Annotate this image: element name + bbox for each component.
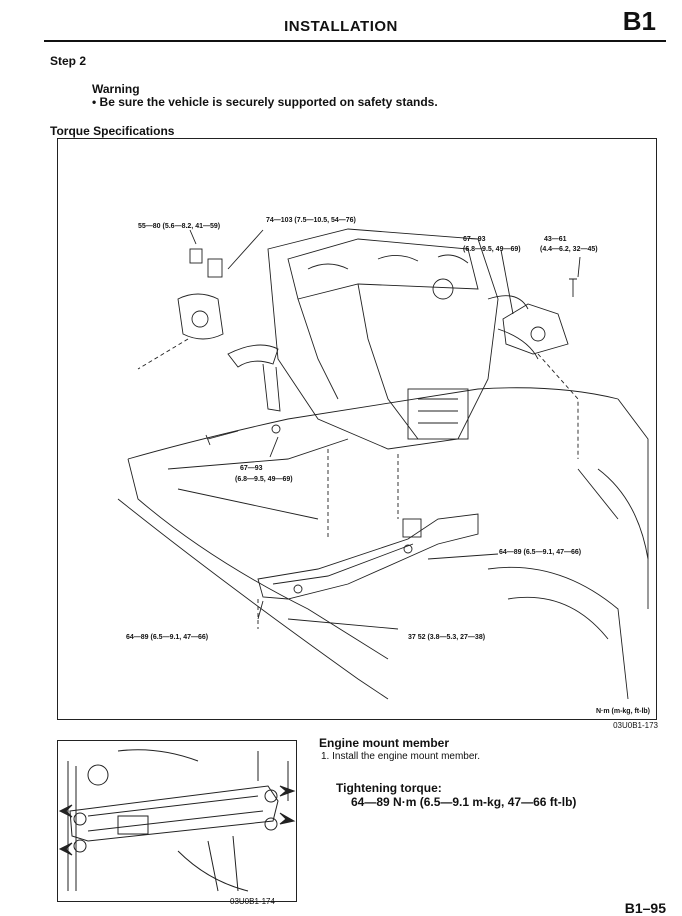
warning-text: • Be sure the vehicle is securely suppor… [92,95,438,109]
torque-callout-front-nut-value: 67—93 [240,465,263,472]
engine-drawing [117,228,649,700]
unit-note: N·m (m-kg, ft-lb) [595,708,650,715]
mount-member-drawing [58,749,296,892]
torque-callout-front-nut-detail: (6.8—9.5, 49—69) [235,476,293,483]
step-label: Step 2 [50,54,87,68]
section-step: 1. Install the engine mount member. [321,751,480,762]
header-rule [44,40,666,42]
mount-member-photo [57,740,297,902]
figure-code-sub: 03U0B1-174 [230,897,275,906]
warning-label: Warning [92,82,140,96]
torque-callout-right-bolt-value: 43—61 [544,236,567,243]
torque-specifications-heading: Torque Specifications [50,124,175,138]
page-number: B1–95 [624,900,666,916]
tightening-torque-label: Tightening torque: [336,781,442,795]
tightening-torque-value: 64—89 N·m (6.5—9.1 m-kg, 47—66 ft-lb) [351,795,577,809]
engine-illustration: 55—80 (5.6—8.2, 41—59) 74—103 (7.5—10.5,… [57,138,657,720]
torque-callout-member-left: 64—89 (6.5—9.1, 47—66) [126,634,209,641]
torque-callout-member-right: 64—89 (6.5—9.1, 47—66) [499,549,582,556]
section-title: Engine mount member [319,736,450,750]
torque-callout-left-mount-bolt: 55—80 (5.6—8.2, 41—59) [138,223,221,230]
page-title: INSTALLATION [284,18,398,35]
section-code: B1 [622,6,656,36]
torque-callout-right-nut-value: 67—93 [463,236,486,243]
torque-callout-right-nut-detail: (6.8—9.5, 49—69) [463,246,521,253]
figure-code-main: 03U0B1-173 [613,721,658,730]
torque-callout-left-mount-nut: 74—103 (7.5—10.5, 54—76) [266,217,356,224]
torque-callout-right-bolt-detail: (4.4—6.2, 32—45) [540,246,598,253]
torque-callout-member-center: 37 52 (3.8—5.3, 27—38) [408,634,486,641]
